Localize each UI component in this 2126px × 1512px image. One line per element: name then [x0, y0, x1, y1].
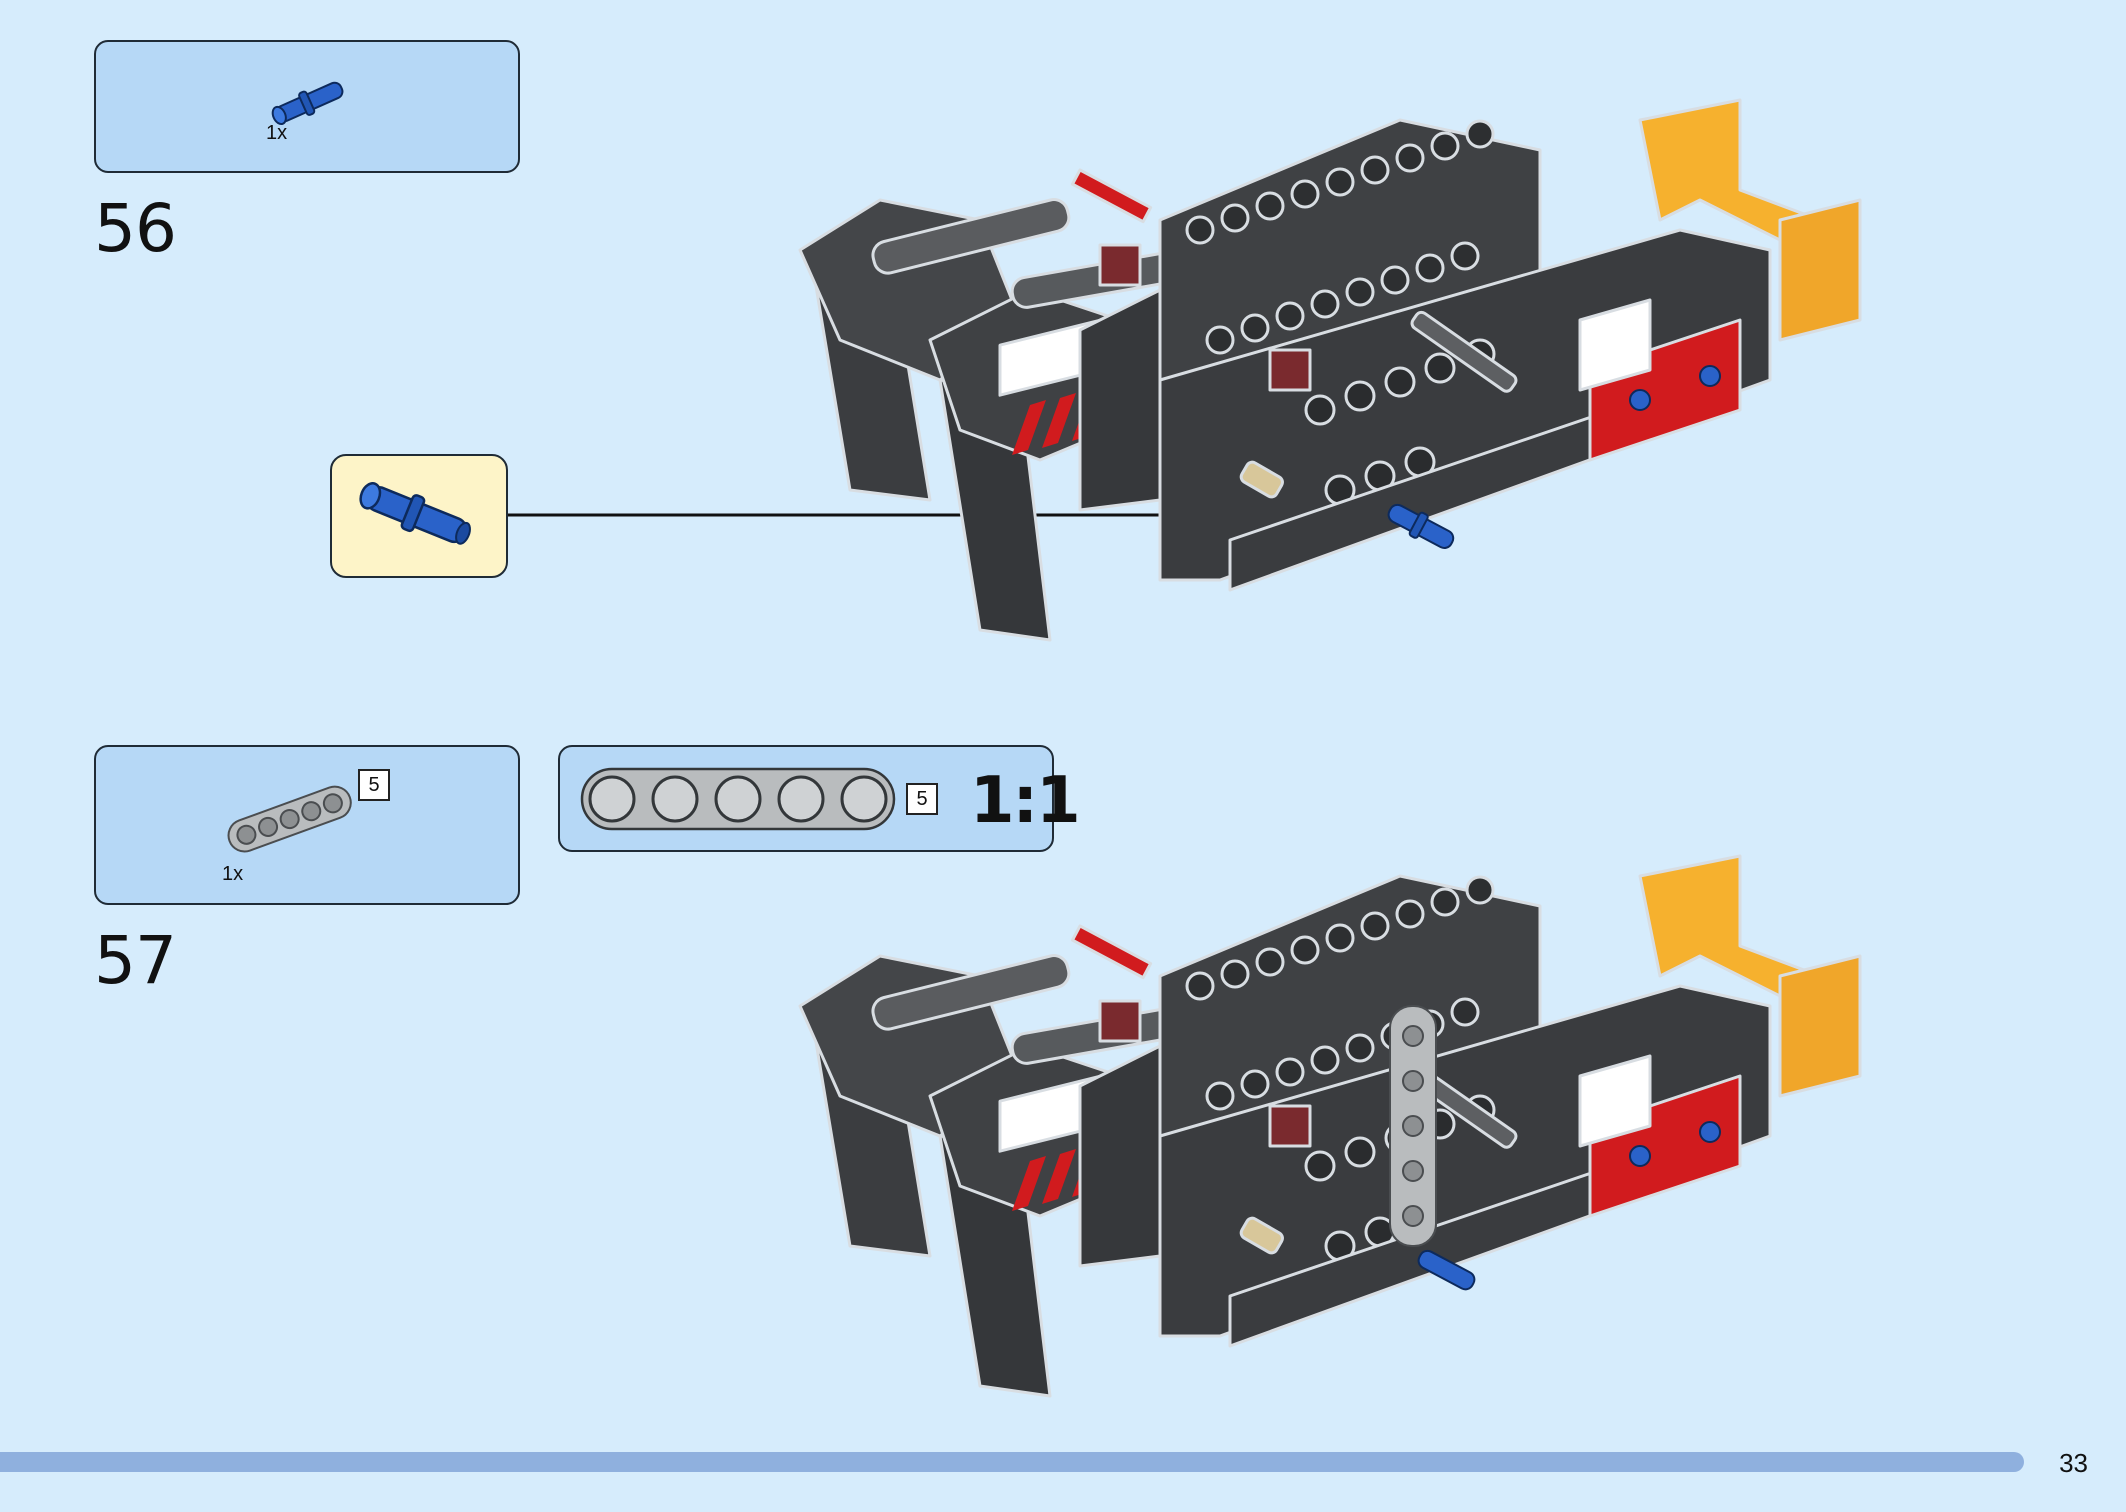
model-illustration-step-56 [798, 98, 1862, 642]
part-quantity: 1x [222, 863, 244, 885]
beam-length-label: 5 [358, 769, 390, 801]
gray-beam-icon [227, 785, 352, 853]
scale-length-label: 5 [906, 783, 938, 815]
scale-ratio: 1:1 [970, 764, 1081, 838]
part-quantity: 1x [266, 122, 288, 144]
blue-pin-icon [271, 81, 344, 126]
page-number: 33 [2059, 1448, 2088, 1478]
model-illustration-step-57 [798, 854, 1862, 1398]
parts-box-step-56: 1x [94, 40, 520, 173]
step-number: 56 [94, 190, 177, 267]
beam-scale-icon [580, 767, 896, 831]
blue-pin-icon [359, 482, 471, 545]
callout-blue-pin [330, 454, 508, 578]
progress-bar [0, 1452, 2024, 1472]
scale-box: 5 1:1 [558, 745, 1081, 852]
step-number: 57 [94, 922, 177, 999]
parts-box-step-57: 5 1x [94, 745, 520, 905]
